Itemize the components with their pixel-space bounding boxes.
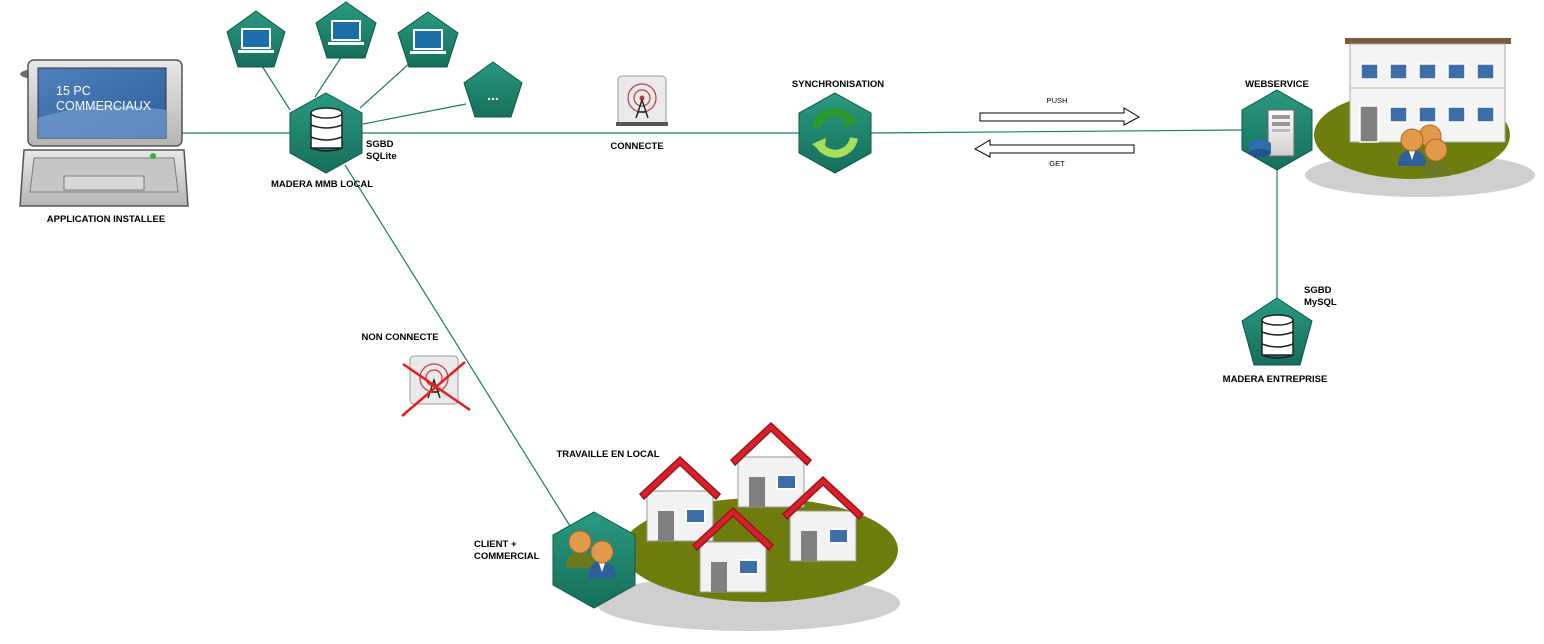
sync-label: SYNCHRONISATION — [792, 79, 884, 90]
server-icon — [1249, 109, 1295, 157]
sync-node — [798, 92, 872, 174]
laptop-screen-line1: 15 PC — [56, 84, 91, 98]
webservice-node — [1241, 89, 1313, 171]
sync-icon — [812, 108, 858, 158]
client-label-line1: CLIENT + — [474, 539, 517, 550]
not-connected-label: NON CONNECTE — [361, 332, 438, 343]
local-db-node — [289, 92, 363, 174]
more-nodes-dots: ... — [487, 87, 499, 103]
pc-node-1 — [226, 10, 286, 68]
push-label: PUSH — [1047, 96, 1068, 105]
connected-label: CONNECTE — [610, 141, 663, 152]
database-icon — [310, 107, 343, 152]
local-dbms-line2: SQLite — [366, 151, 397, 162]
push-arrow — [979, 107, 1141, 126]
enterprise-db-label: MADERA ENTREPRISE — [1223, 374, 1328, 385]
enterprise-dbms-line2: MySQL — [1304, 297, 1337, 308]
laptop-label: APPLICATION INSTALLEE — [47, 214, 165, 225]
pc-node-2 — [315, 1, 377, 59]
more-nodes: ... — [463, 61, 523, 118]
laptop-icon — [19, 59, 189, 207]
pc-node-3 — [397, 11, 459, 68]
local-dbms-line1: SGBD — [366, 139, 394, 150]
enterprise-db-node — [1241, 297, 1313, 366]
antenna-icon — [616, 75, 668, 126]
database-icon — [1261, 314, 1294, 359]
connection-lines — [180, 55, 1278, 527]
houses-field — [596, 422, 900, 631]
local-db-label: MADERA MMB LOCAL — [271, 179, 373, 190]
no-signal-icon — [401, 355, 471, 417]
house-icon — [639, 456, 721, 542]
webservice-label: WEBSERVICE — [1245, 79, 1309, 90]
laptop-screen-line2: COMMERCIAUX — [56, 99, 152, 113]
client-label-line2: COMMERCIAL — [474, 551, 540, 562]
enterprise-dbms-line1: SGBD — [1304, 285, 1332, 296]
get-arrow — [973, 139, 1135, 158]
work-local-label: TRAVAILLE EN LOCAL — [556, 449, 659, 460]
company-building-icon — [1305, 38, 1535, 197]
client-node — [552, 511, 636, 609]
get-label: GET — [1049, 159, 1065, 168]
house-icon — [730, 422, 812, 508]
